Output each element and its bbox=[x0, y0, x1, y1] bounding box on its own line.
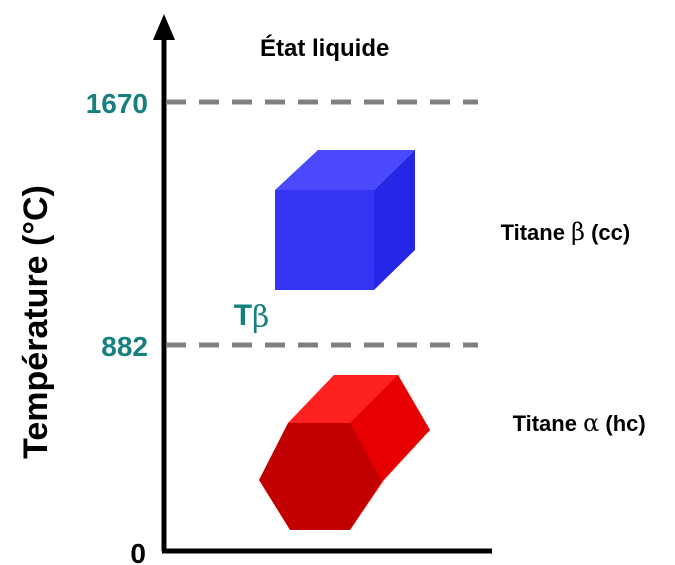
transition-temperature-label: Tβ bbox=[192, 299, 294, 335]
phase-beta-name: Titane bbox=[501, 220, 572, 245]
phase-label-alpha: Titane α (hc) bbox=[482, 409, 664, 437]
transition-prefix: T bbox=[234, 299, 252, 332]
y-axis-arrowhead bbox=[153, 14, 175, 40]
prism-top-face bbox=[288, 375, 398, 423]
cube-top-face bbox=[275, 150, 415, 190]
cube-front-face bbox=[275, 190, 374, 290]
prism-front-face bbox=[259, 423, 382, 530]
alpha-hexagonal-prism-shape bbox=[259, 375, 430, 530]
level-label-1670: 1670 bbox=[86, 88, 148, 119]
phase-alpha-structure: (hc) bbox=[599, 411, 645, 436]
origin-label: 0 bbox=[130, 538, 146, 565]
phase-beta-greek: β bbox=[571, 218, 585, 246]
level-label-882: 882 bbox=[101, 331, 148, 362]
liquid-state-label: État liquide bbox=[260, 34, 389, 62]
phase-alpha-greek: α bbox=[583, 409, 599, 437]
cube-side-face bbox=[374, 150, 415, 290]
phase-alpha-name: Titane bbox=[513, 411, 584, 436]
phase-beta-structure: (cc) bbox=[585, 220, 630, 245]
y-axis-title: Température (°C) bbox=[17, 185, 55, 459]
prism-side-face bbox=[350, 375, 430, 481]
beta-cube-shape bbox=[275, 150, 415, 290]
phase-label-beta: Titane β (cc) bbox=[470, 218, 649, 246]
transition-greek: β bbox=[252, 300, 269, 335]
